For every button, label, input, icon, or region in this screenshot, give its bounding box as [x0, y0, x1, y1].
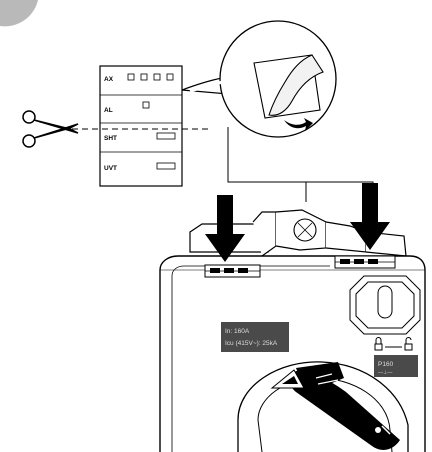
model-badge-label: P160 — [378, 361, 394, 368]
label-slot-left — [205, 265, 260, 277]
label-slot-right — [335, 256, 395, 268]
peel-label — [254, 55, 323, 118]
step-badge — [0, 0, 38, 26]
scissors-icon — [23, 111, 78, 147]
label-sheet: AX AL SHT UVT — [100, 66, 182, 186]
rating-label — [221, 322, 289, 352]
rating-current: In: 160A — [225, 328, 250, 335]
model-badge-symbol: —⊥— — [378, 370, 392, 376]
label-uvt: UVT — [104, 165, 117, 172]
rating-breaking: Icu (415V~): 25kA — [225, 340, 278, 347]
label-ax: AX — [104, 76, 114, 83]
callout-lines — [228, 127, 373, 202]
label-sht: SHT — [104, 135, 117, 142]
label-al: AL — [104, 107, 113, 114]
zoom-callout — [182, 21, 336, 137]
circuit-breaker: In: 160A Icu (415V~): 25kA P160 —⊥— — [160, 210, 425, 452]
